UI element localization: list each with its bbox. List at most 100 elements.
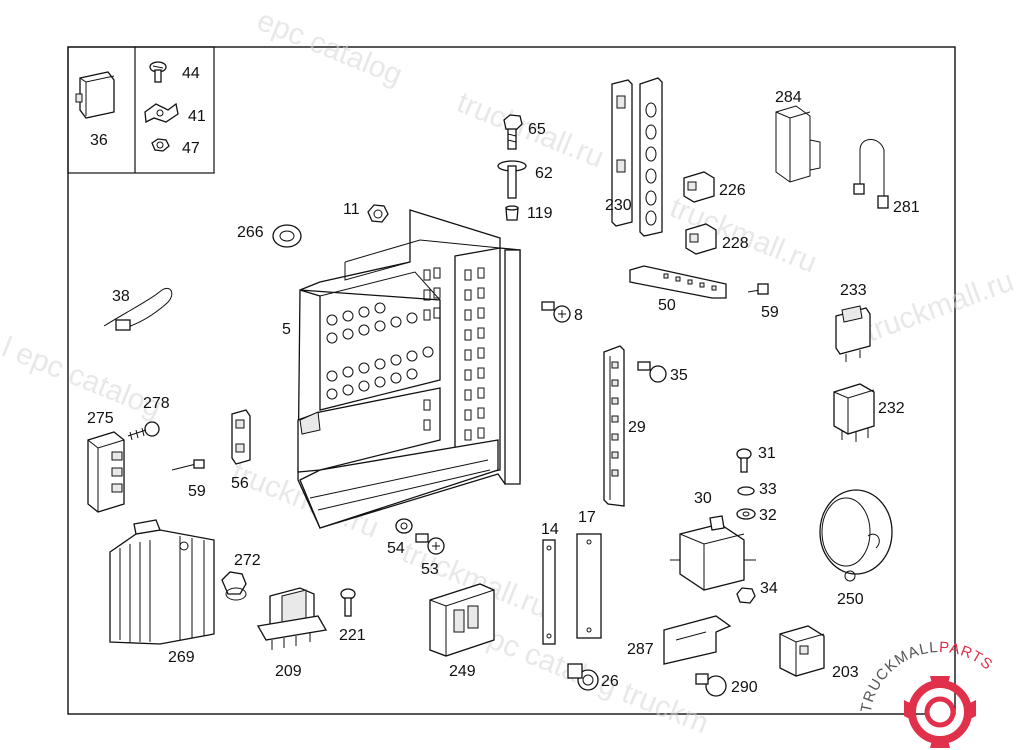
bracket-perforations xyxy=(326,267,485,441)
callout-29: 29 xyxy=(628,419,646,436)
callout-266: 266 xyxy=(237,224,264,241)
callout-221: 221 xyxy=(339,627,366,644)
callout-65: 65 xyxy=(528,121,546,138)
callout-250: 250 xyxy=(837,591,864,608)
callout-233: 233 xyxy=(840,282,867,299)
callout-226: 226 xyxy=(719,182,746,199)
part-228-relay[interactable] xyxy=(685,223,717,255)
callout-230: 230 xyxy=(605,197,632,214)
callout-47: 47 xyxy=(182,140,200,157)
part-232-relay[interactable] xyxy=(833,383,875,442)
callout-30: 30 xyxy=(694,490,712,507)
part-34-nut[interactable] xyxy=(736,587,756,604)
part-54-washer[interactable] xyxy=(395,518,413,534)
callout-38: 38 xyxy=(112,288,130,305)
part-29-rail[interactable] xyxy=(603,345,625,507)
part-281-wire-lead[interactable] xyxy=(853,139,889,209)
part-250-horn[interactable] xyxy=(819,489,893,582)
callout-272: 272 xyxy=(234,552,261,569)
logo-brand-red: PARTS xyxy=(939,639,996,674)
part-32-washer[interactable] xyxy=(736,508,756,520)
callout-228: 228 xyxy=(722,235,749,252)
callout-269: 269 xyxy=(168,649,195,666)
part-56-connector[interactable] xyxy=(231,409,251,465)
part-287-bracket[interactable] xyxy=(663,615,732,665)
part-62-spacer[interactable] xyxy=(497,160,527,199)
part-26-plug[interactable] xyxy=(567,663,599,691)
watermark-text: truckm xyxy=(617,676,713,740)
part-290-screw[interactable] xyxy=(695,673,727,697)
part-59-pin-right[interactable] xyxy=(747,283,769,295)
part-5-bracket-frame[interactable] xyxy=(297,209,521,529)
part-50-strap[interactable] xyxy=(629,265,727,299)
callout-278: 278 xyxy=(143,395,170,412)
callout-34: 34 xyxy=(760,580,778,597)
callout-5: 5 xyxy=(282,321,291,338)
callout-17: 17 xyxy=(578,509,596,526)
part-35-screw[interactable] xyxy=(637,361,667,383)
watermark-text: truckmall.ru xyxy=(861,265,1018,349)
callout-54: 54 xyxy=(387,540,405,557)
part-209-relay[interactable] xyxy=(256,587,328,650)
inset-box xyxy=(67,46,215,174)
part-31-screw[interactable] xyxy=(736,448,752,473)
callout-44: 44 xyxy=(182,65,200,82)
callout-119: 119 xyxy=(527,205,553,222)
callout-203: 203 xyxy=(832,664,859,681)
part-233-switch[interactable] xyxy=(835,305,871,362)
part-41-clip[interactable] xyxy=(144,102,179,124)
callout-53: 53 xyxy=(421,561,439,578)
callout-62: 62 xyxy=(535,165,553,182)
part-249-control-unit[interactable] xyxy=(429,583,495,657)
part-47-nut[interactable] xyxy=(151,138,170,152)
callout-287: 287 xyxy=(627,641,654,658)
callout-249: 249 xyxy=(449,663,476,680)
part-33-lock-washer[interactable] xyxy=(737,486,755,496)
brand-logo: TRUCKMALLPARTS xyxy=(858,639,996,748)
callout-14: 14 xyxy=(541,521,559,538)
part-203-relay[interactable] xyxy=(779,625,825,677)
part-266-grommet[interactable] xyxy=(272,224,302,248)
callout-56: 56 xyxy=(231,475,249,492)
part-230-mounting-plates[interactable] xyxy=(611,77,663,237)
callout-33: 33 xyxy=(759,481,777,498)
part-275-terminal-block[interactable] xyxy=(87,431,125,513)
part-272-nut[interactable] xyxy=(221,571,247,601)
gear-icon xyxy=(904,676,976,748)
callout-209: 209 xyxy=(275,663,302,680)
part-38-cable-tie[interactable] xyxy=(103,288,173,331)
callout-290: 290 xyxy=(731,679,758,696)
part-269-heatsink-module[interactable] xyxy=(109,519,215,645)
watermark-text: epc catalog xyxy=(252,4,407,92)
part-17-plate[interactable] xyxy=(576,533,602,639)
callout-232: 232 xyxy=(878,400,905,417)
part-65-bolt[interactable] xyxy=(503,114,523,150)
callout-41: 41 xyxy=(188,108,206,125)
callout-36: 36 xyxy=(90,132,108,149)
callout-31: 31 xyxy=(758,445,776,462)
watermark-text: l epc catalog xyxy=(0,331,166,425)
part-59-pin-left[interactable] xyxy=(171,459,205,471)
callout-50: 50 xyxy=(658,297,676,314)
part-53-screw[interactable] xyxy=(415,533,445,555)
callout-59-left: 59 xyxy=(188,483,206,500)
callout-11: 11 xyxy=(343,201,360,218)
part-8-screw[interactable] xyxy=(541,301,571,323)
callout-281: 281 xyxy=(893,199,920,216)
callout-275: 275 xyxy=(87,410,114,427)
callout-26: 26 xyxy=(601,673,619,690)
part-119-sleeve[interactable] xyxy=(505,205,519,221)
part-11-nut[interactable] xyxy=(367,204,389,223)
part-44-screw[interactable] xyxy=(149,61,167,83)
callout-284: 284 xyxy=(775,89,802,106)
callout-8: 8 xyxy=(574,307,583,324)
part-226-relay[interactable] xyxy=(683,171,715,203)
part-221-screw[interactable] xyxy=(340,588,356,617)
part-14-strip[interactable] xyxy=(542,539,556,645)
part-284-fuse-holder[interactable] xyxy=(775,105,821,183)
callout-32: 32 xyxy=(759,507,777,524)
part-36-cap[interactable] xyxy=(75,71,115,119)
part-278-screw[interactable] xyxy=(127,421,160,441)
part-30-solenoid-valve[interactable] xyxy=(670,515,756,591)
